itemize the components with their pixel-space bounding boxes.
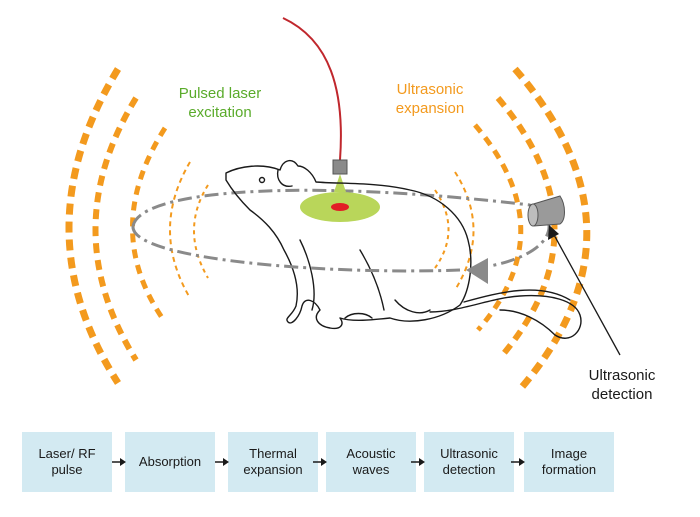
label-ultrasonic-detection-line2: detection [591,386,653,403]
wave-arcs-left [65,67,209,385]
flow-step-text: detection [442,462,496,477]
wave-arc-right-inner [473,123,524,332]
wave-arc-right-close2 [454,171,475,291]
flow-step-text: Absorption [138,454,202,469]
flow-step-acoustic-waves: Acoustic waves [326,432,416,492]
wave-arc-left-outer [65,67,121,385]
label-ultrasonic-expansion-line2: expansion [395,100,465,117]
flow-step-laser-pulse: Laser/ RF pulse [22,432,112,492]
wave-arc-right-middle [495,96,558,360]
laser-fiber-icon [282,17,342,161]
flow-step-thermal-expansion: Thermal expansion [228,432,318,492]
flow-arrow [112,458,126,466]
flow-step-text: expansion [243,462,303,477]
flow-arrow [215,458,229,466]
transducer-icon [527,195,565,227]
label-pulsed-laser-line1: Pulsed laser [178,85,262,102]
orbit-front [131,225,461,273]
detection-pointer [548,225,621,356]
flow-arrow [511,458,525,466]
flow-step-absorption: Absorption [125,432,215,492]
orbit-back [131,188,531,227]
label-ultrasonic-expansion: Ultrasonic expansion [380,80,480,118]
flow-step-text: pulse [51,462,83,477]
laser-spot [331,203,349,211]
laser-head [332,159,348,175]
label-ultrasonic-detection-line1: Ultrasonic [588,367,656,384]
wave-arc-right-close1 [434,189,450,269]
rat-icon [225,159,582,339]
flow-step-text: Thermal [249,446,297,461]
orbit-arrowhead [466,258,488,284]
flow-arrow [313,458,327,466]
flow-step-text: Laser/ RF [38,446,96,461]
flow-step-text: Image [550,446,588,461]
flow-arrow [411,458,425,466]
flow-step-text: Acoustic [346,446,396,461]
flow-step-text: waves [352,462,390,477]
label-ultrasonic-expansion-line1: Ultrasonic [396,81,464,98]
label-pulsed-laser: Pulsed laser excitation [165,84,275,122]
flow-step-image-formation: Image formation [524,432,614,492]
flow-step-ultrasonic-detection: Ultrasonic detection [424,432,514,492]
wave-arc-left-inner [130,126,168,324]
wave-arc-left-close1 [169,161,191,299]
wave-arcs-right [434,66,591,390]
flow-step-text: Ultrasonic [440,446,498,461]
wave-arc-left-middle [92,96,139,362]
label-pulsed-laser-line2: excitation [188,104,252,121]
label-ultrasonic-detection: Ultrasonic detection [572,366,672,404]
wave-arc-left-close2 [193,184,209,279]
flow-step-text: formation [541,462,597,477]
